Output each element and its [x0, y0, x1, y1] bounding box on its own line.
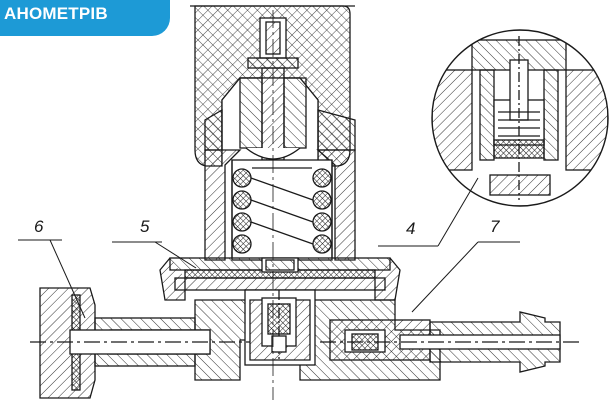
title-banner: АНОМЕТРІВ	[0, 0, 170, 36]
inlet-nut	[30, 287, 250, 399]
callout-6: 6	[34, 217, 44, 236]
main-spring	[231, 159, 333, 261]
outlet-fitting	[320, 311, 580, 373]
diaphragm-flange	[159, 257, 401, 301]
bonnet	[204, 108, 356, 261]
leader-lines	[18, 177, 520, 319]
banner-title: АНОМЕТРІВ	[4, 4, 108, 23]
callout-5: 5	[140, 217, 150, 236]
callout-4: 4	[406, 219, 415, 238]
detail-view	[431, 29, 609, 207]
callout-7: 7	[490, 217, 500, 236]
